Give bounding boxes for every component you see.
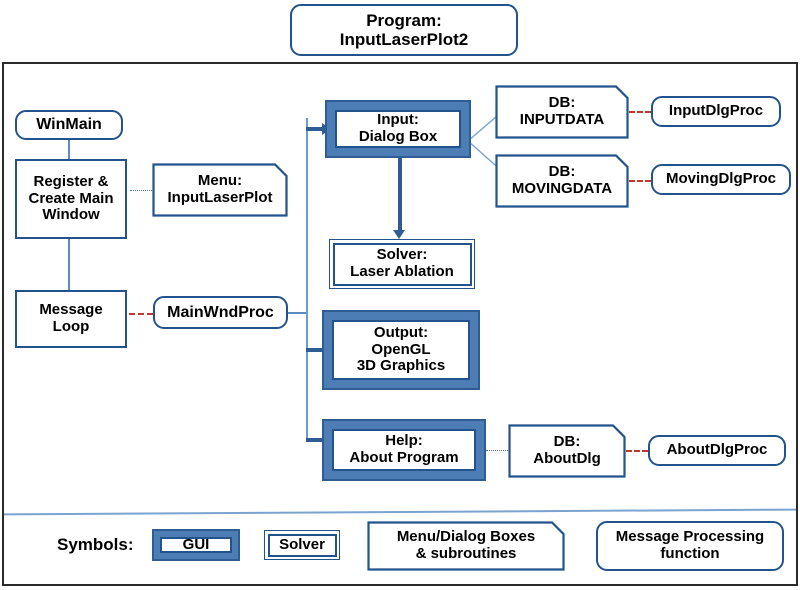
node-input-line1: Input: — [377, 111, 419, 129]
node-db-movingdata-line2: MOVINGDATA — [511, 180, 613, 197]
node-output-opengl[interactable]: Output: OpenGL 3D Graphics — [322, 310, 480, 390]
connector-aboutdlg-aboutdlgproc — [626, 450, 648, 452]
connector-trunk-help — [306, 438, 328, 442]
node-solver-inner: Solver: Laser Ablation — [332, 242, 472, 286]
node-output-line1: Output: — [373, 323, 429, 341]
connector-movingdata-movingdlgproc — [629, 180, 651, 182]
node-winmain[interactable]: WinMain — [15, 110, 123, 140]
note-shape-aboutdlg — [508, 424, 626, 478]
note-shape-movingdata — [495, 154, 629, 208]
node-inputdlgproc[interactable]: InputDlgProc — [651, 96, 781, 127]
node-db-aboutdlg-line2: AboutDlg — [533, 450, 601, 467]
connector-mainwndproc-trunk — [288, 312, 308, 314]
node-input-dialog-box-inner: Input: Dialog Box — [335, 110, 461, 148]
connector-messageloop-mainwndproc — [129, 313, 153, 315]
node-db-inputdata-line1: DB: — [548, 94, 576, 112]
node-aboutdlgproc-label: AboutDlgProc — [666, 441, 768, 459]
legend-solver-label: Solver — [279, 535, 325, 553]
note-shape-legend-menu — [367, 521, 565, 571]
node-input-line2: Dialog Box — [358, 128, 438, 145]
note-shape-inputdata — [495, 85, 629, 139]
legend-msgproc-line2: function — [660, 545, 720, 562]
node-register-line2: Create Main — [28, 189, 114, 207]
diagram-outer-frame — [2, 62, 798, 586]
node-message-loop-line1: Message — [39, 301, 103, 319]
node-menu-inputlaserplot[interactable]: Menu: InputLaserPlot — [152, 163, 288, 217]
connector-trunk-output — [306, 348, 328, 352]
legend-menu-symbol: Menu/Dialog Boxes & subroutines — [367, 521, 565, 571]
node-solver-laser-ablation[interactable]: Solver: Laser Ablation — [329, 239, 475, 289]
node-menu-line1: Menu: — [197, 172, 243, 190]
node-message-loop-line2: Loop — [52, 318, 90, 335]
connector-trunk-input — [306, 127, 328, 131]
legend-msgproc-symbol: Message Processing function — [596, 521, 784, 571]
node-help-inner: Help: About Program — [332, 429, 476, 471]
node-help-line2: About Program — [349, 449, 459, 466]
note-shape-menu — [152, 163, 288, 217]
node-help-line1: Help: — [385, 432, 423, 450]
legend-gui-label: GUI — [182, 535, 210, 553]
node-register-line1: Register & — [33, 172, 109, 190]
connector-trunk-vertical — [306, 118, 308, 440]
node-register-line3: Window — [42, 206, 100, 224]
node-register-create-main-window[interactable]: Register & Create Main Window — [15, 159, 127, 239]
node-input-dialog-box[interactable]: Input: Dialog Box — [325, 100, 471, 158]
node-solver-line2: Laser Ablation — [350, 263, 454, 280]
legend-solver-symbol: Solver — [264, 530, 340, 560]
legend-solver-inner: Solver — [267, 533, 337, 557]
node-output-inner: Output: OpenGL 3D Graphics — [332, 320, 470, 380]
node-output-line3: 3D Graphics — [356, 357, 446, 375]
node-solver-line1: Solver: — [376, 246, 428, 264]
legend-gui-inner: GUI — [160, 535, 232, 553]
legend-gui-symbol: GUI — [152, 529, 240, 561]
node-movingdlgproc-label: MovingDlgProc — [665, 170, 776, 188]
legend-menu-line1: Menu/Dialog Boxes — [396, 528, 536, 546]
node-movingdlgproc[interactable]: MovingDlgProc — [651, 164, 791, 195]
node-db-inputdata-line2: INPUTDATA — [519, 111, 605, 128]
legend-title: Symbols: — [57, 535, 134, 555]
node-mainwndproc[interactable]: MainWndProc — [153, 296, 288, 329]
node-inputdlgproc-label: InputDlgProc — [668, 102, 764, 120]
node-aboutdlgproc[interactable]: AboutDlgProc — [648, 435, 786, 466]
legend-msgproc-line1: Message Processing — [615, 528, 765, 546]
connector-help-aboutdlg — [486, 450, 508, 451]
node-winmain-label: WinMain — [36, 116, 102, 134]
arrow-input-solver — [393, 230, 405, 239]
node-db-inputdata[interactable]: DB: INPUTDATA — [495, 85, 629, 139]
node-db-aboutdlg[interactable]: DB: AboutDlg — [508, 424, 626, 478]
connector-register-messageloop — [68, 238, 70, 290]
program-title-line2: InputLaserPlot2 — [339, 30, 469, 49]
node-mainwndproc-label: MainWndProc — [167, 303, 274, 321]
node-message-loop[interactable]: Message Loop — [15, 290, 127, 348]
node-db-movingdata[interactable]: DB: MOVINGDATA — [495, 154, 629, 208]
node-db-aboutdlg-line1: DB: — [553, 433, 581, 451]
legend-title-label: Symbols: — [57, 535, 134, 554]
legend-menu-line2: & subroutines — [415, 545, 517, 562]
node-help-about-program[interactable]: Help: About Program — [322, 419, 486, 481]
connector-register-menu — [130, 190, 152, 191]
connector-input-solver — [398, 158, 402, 234]
node-output-line2: OpenGL — [371, 340, 431, 358]
node-db-movingdata-line1: DB: — [548, 163, 576, 181]
connector-inputdata-inputdlgproc — [629, 111, 651, 113]
connector-winmain-register — [68, 138, 70, 160]
program-title-box: Program: InputLaserPlot2 — [290, 4, 518, 56]
program-title-line1: Program: — [366, 10, 442, 30]
node-menu-line2: InputLaserPlot — [167, 189, 273, 206]
